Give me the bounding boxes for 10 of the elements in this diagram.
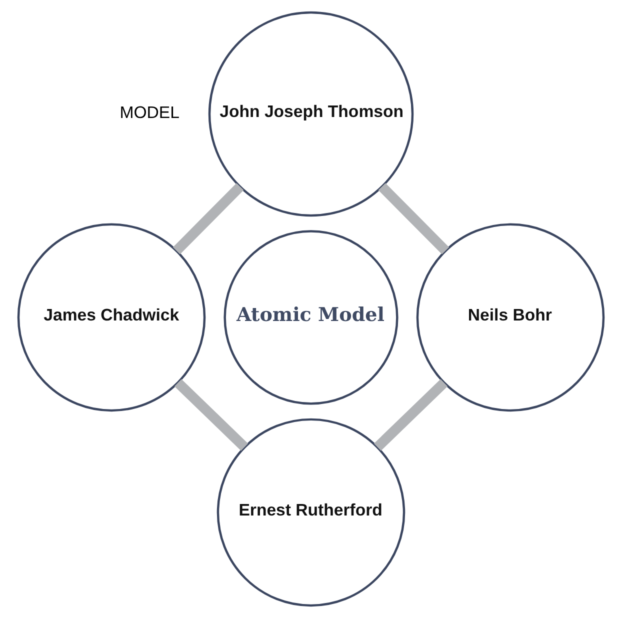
node-circle: John Joseph Thomson [208, 11, 414, 217]
node-circle: Ernest Rutherford [216, 418, 406, 607]
node-circle: Neils Bohr [416, 223, 605, 412]
connector [172, 183, 244, 254]
connector [374, 379, 448, 451]
connector [174, 379, 248, 451]
node-circle: Atomic Model [224, 230, 398, 405]
connector [378, 183, 450, 254]
node-circle: James Chadwick [17, 223, 206, 412]
label: MODEL [120, 102, 180, 122]
